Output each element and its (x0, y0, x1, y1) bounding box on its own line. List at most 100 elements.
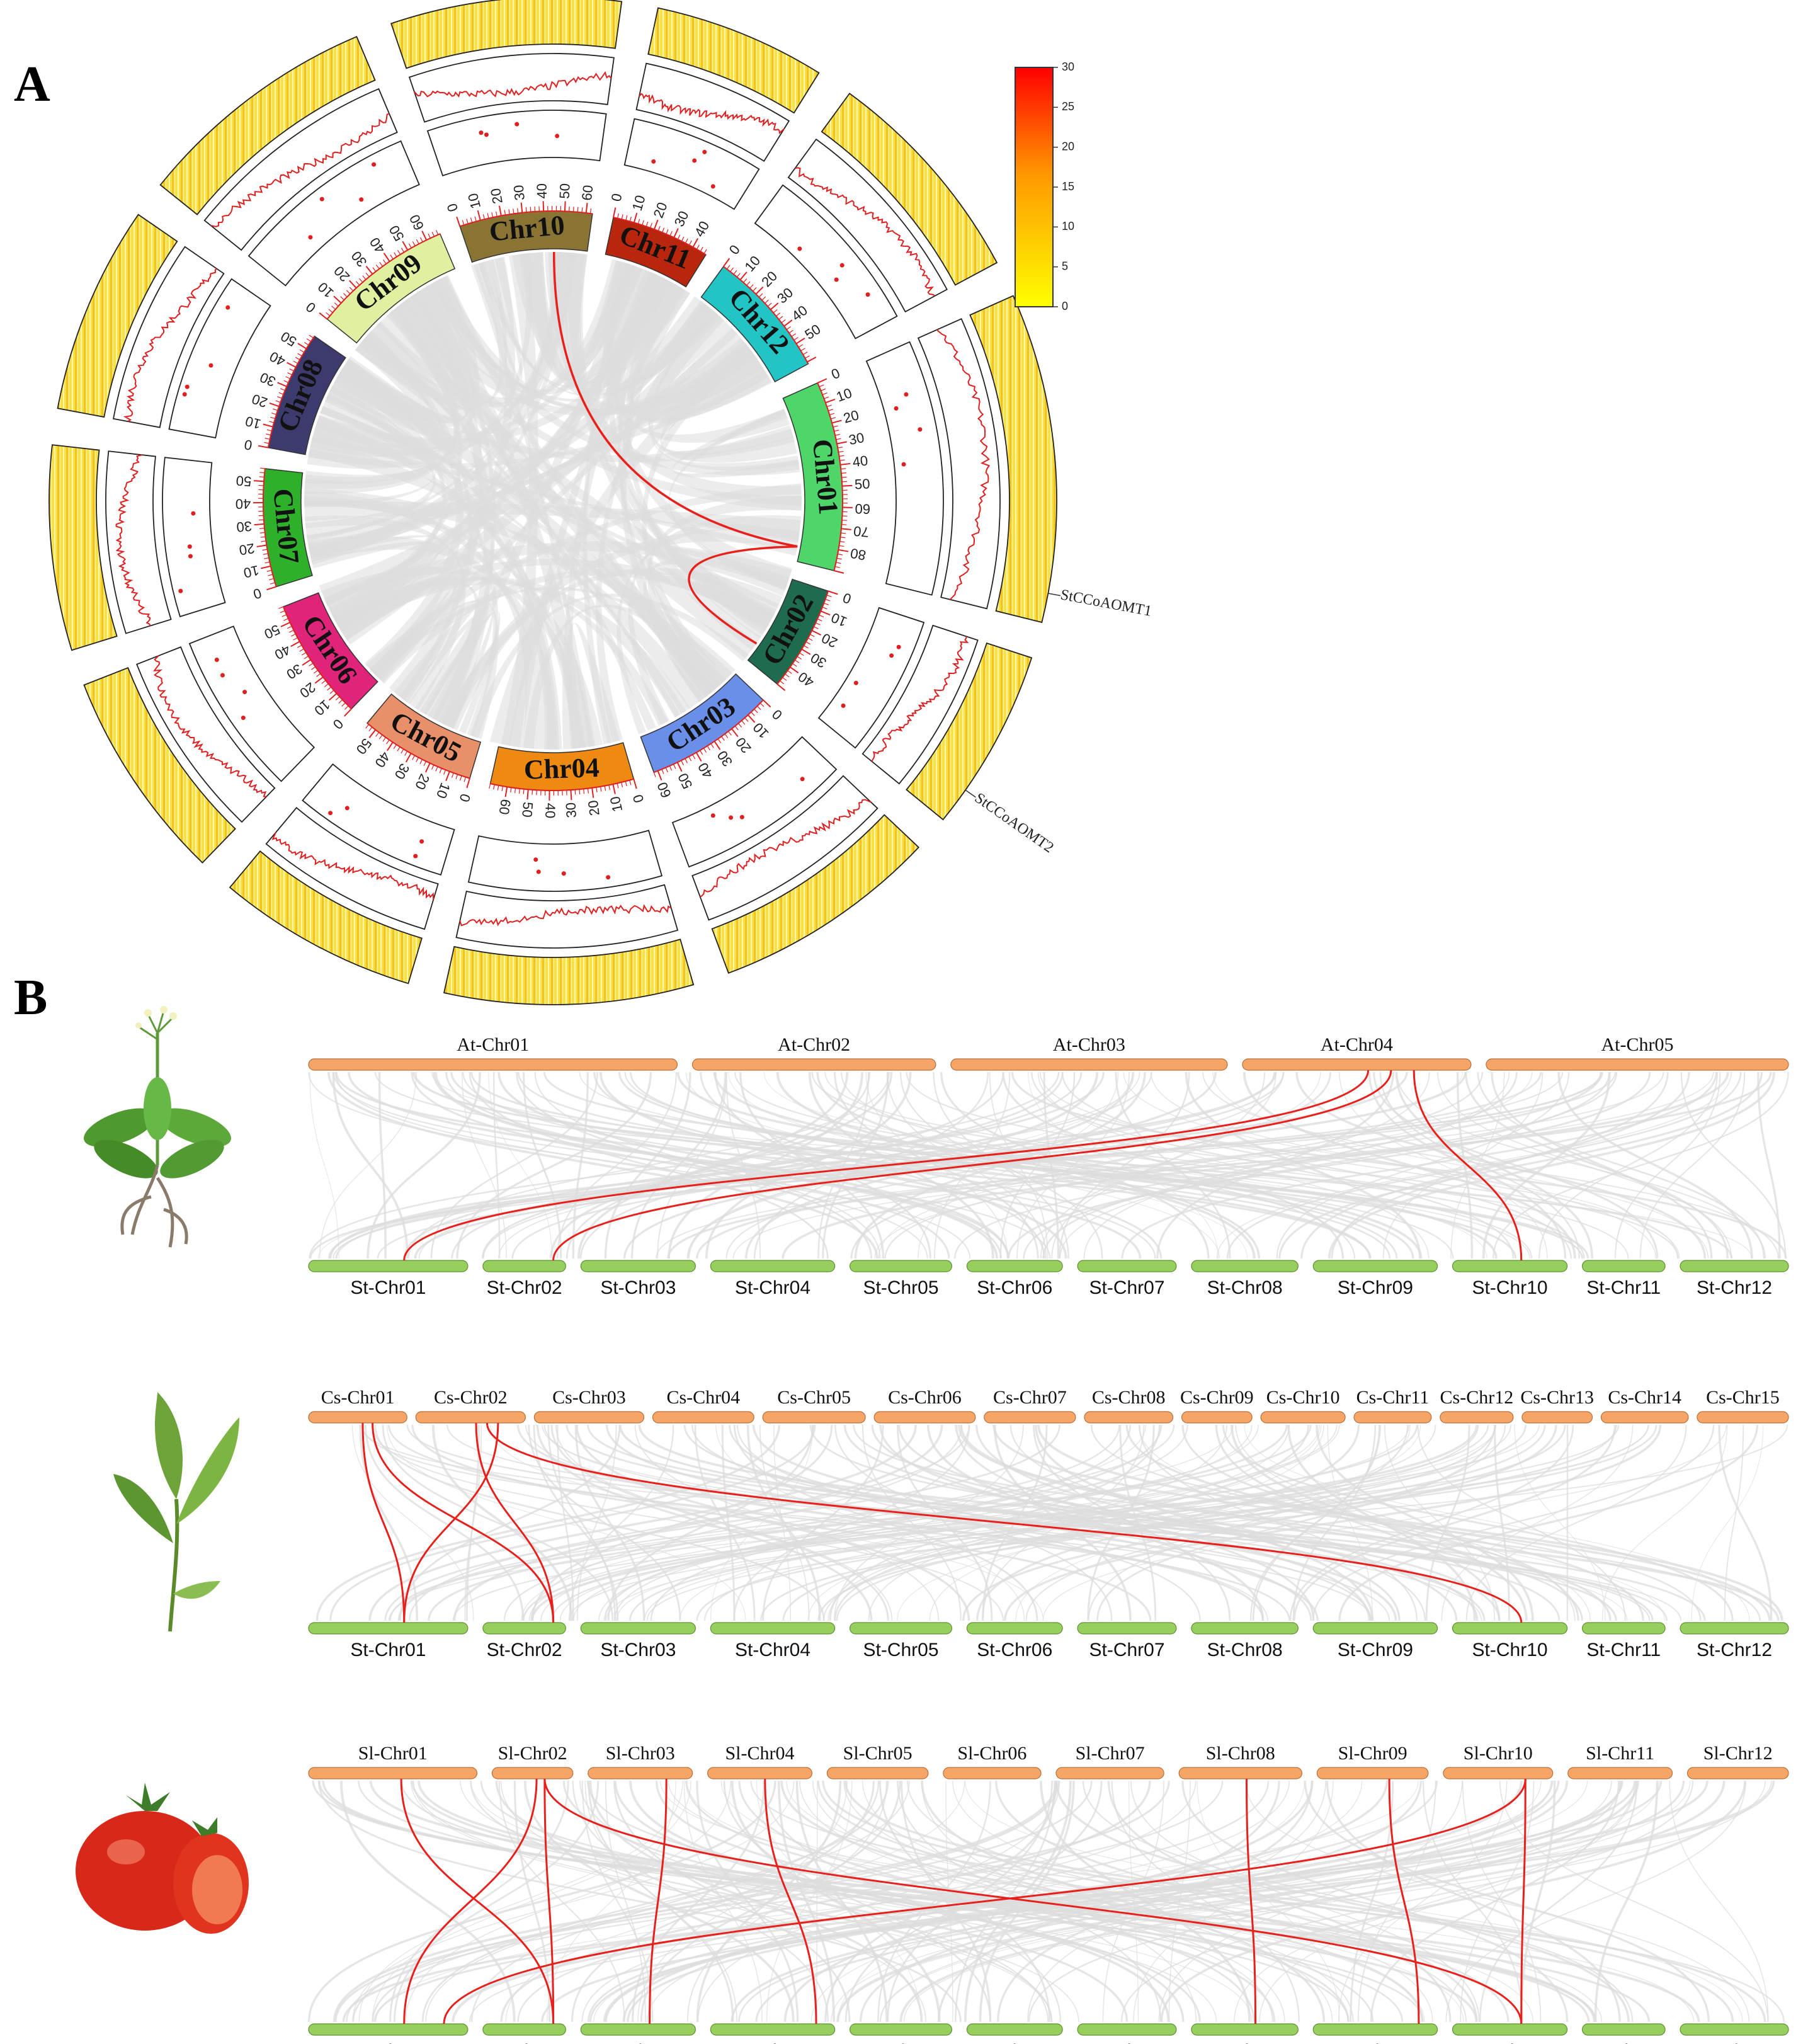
tick (301, 652, 307, 656)
background-link (1215, 1424, 1501, 1621)
tick (278, 606, 284, 609)
tick (839, 545, 844, 547)
background-link (333, 1071, 1051, 1259)
background-link (1373, 1071, 1659, 1259)
tick (281, 614, 287, 617)
background-synteny-ribbon (523, 604, 726, 749)
background-link (759, 1424, 1617, 1621)
bottom-chromosome-label: St-Chr02 (487, 1640, 562, 1660)
scatter-point (319, 197, 324, 202)
tick-label: 50 (854, 476, 870, 492)
tick (451, 772, 454, 778)
background-link (425, 1780, 910, 2023)
scatter-point (904, 392, 909, 397)
tick (269, 421, 275, 423)
background-synteny-ribbon (603, 260, 790, 443)
top-chromosome-bar (984, 1411, 1076, 1424)
tick (753, 287, 757, 292)
top-chromosome-label: Cs-Chr08 (1092, 1387, 1166, 1408)
tick (263, 423, 273, 428)
background-link (720, 1780, 1425, 2023)
bottom-chromosome-label: St-Chr10 (1472, 2041, 1548, 2044)
top-chromosome-label: Sl-Chr12 (1703, 1743, 1773, 1764)
tick-baseline (776, 591, 829, 685)
tick-label: 10 (741, 253, 763, 275)
background-link (1276, 1071, 1570, 1259)
top-chromosome-label: At-Chr04 (1321, 1034, 1393, 1055)
tick (365, 272, 370, 277)
density-heatmap-track (647, 7, 820, 114)
tick-label: 20 (732, 734, 754, 757)
tick (326, 312, 331, 316)
tick (776, 683, 786, 691)
background-link (750, 1780, 1785, 2023)
tick (428, 233, 431, 239)
bottom-chromosome-bar (1312, 1260, 1438, 1272)
tick (790, 666, 799, 674)
scatter-point (839, 263, 844, 268)
tick (316, 673, 321, 677)
tick (328, 309, 333, 313)
background-link (1396, 1071, 1766, 1259)
bottom-chromosome-bar (710, 2023, 836, 2036)
background-link (555, 1424, 893, 1621)
scatter-point (479, 130, 484, 135)
tick (669, 231, 673, 236)
tick-label: 30 (562, 802, 579, 818)
bottom-chromosome-bar (1077, 1622, 1177, 1635)
background-link (536, 1424, 873, 1621)
background-link (500, 1780, 1151, 2023)
bottom-chromosome-bar (1680, 2023, 1789, 2036)
line-series (123, 268, 217, 422)
background-link (446, 1424, 1651, 1621)
top-chromosome-label: Cs-Chr09 (1180, 1387, 1254, 1408)
tick-label: 10 (750, 719, 772, 741)
tick (831, 417, 836, 420)
tick (412, 755, 416, 760)
gene-label: StCCoAOMT1 (1059, 586, 1153, 620)
colorbar-tick-label: 15 (1062, 180, 1074, 193)
tick-label: 30 (392, 761, 413, 782)
background-synteny-ribbon (419, 611, 501, 734)
tick (408, 243, 412, 248)
line-series (639, 93, 785, 135)
top-chromosome-bar (588, 1767, 693, 1779)
tick (579, 789, 581, 795)
tick (431, 231, 435, 237)
top-chromosome-bar (415, 1411, 526, 1424)
tick (311, 666, 316, 670)
background-link (822, 1071, 889, 1259)
tick (416, 757, 419, 762)
background-link (470, 1780, 880, 2023)
background-synteny-ribbon (611, 265, 769, 420)
tick (821, 388, 826, 391)
tick (805, 641, 811, 645)
tick (359, 278, 363, 283)
bottom-chromosome-label: St-Chr04 (735, 2041, 810, 2044)
background-link (1465, 1071, 1729, 1259)
scatter-track (168, 278, 271, 439)
tick-marks (723, 258, 817, 365)
bottom-chromosome-bar (1191, 1622, 1299, 1635)
tick (394, 252, 397, 257)
background-link (1384, 1424, 1496, 1621)
top-chromosome-label: Cs-Chr13 (1520, 1387, 1594, 1408)
tick (731, 728, 739, 738)
background-link (713, 1071, 1423, 1259)
background-synteny-ribbon (330, 370, 446, 624)
tick (840, 537, 846, 539)
scatter-point (651, 159, 656, 164)
background-synteny-ribbon (319, 328, 747, 607)
background-link (838, 1780, 1691, 2023)
tick (749, 284, 754, 288)
bottom-chromosome-label: St-Chr12 (1697, 1277, 1772, 1298)
collinear-gene-link (1520, 1778, 1527, 2024)
background-synteny-ribbon (648, 307, 799, 471)
background-link (623, 1071, 1217, 1259)
tick-label: 20 (585, 799, 603, 817)
tick-label: 20 (250, 391, 270, 411)
tick (836, 557, 842, 560)
tick-label: 50 (674, 771, 695, 792)
background-link (1181, 1780, 1569, 2023)
scatter-track (817, 607, 925, 749)
